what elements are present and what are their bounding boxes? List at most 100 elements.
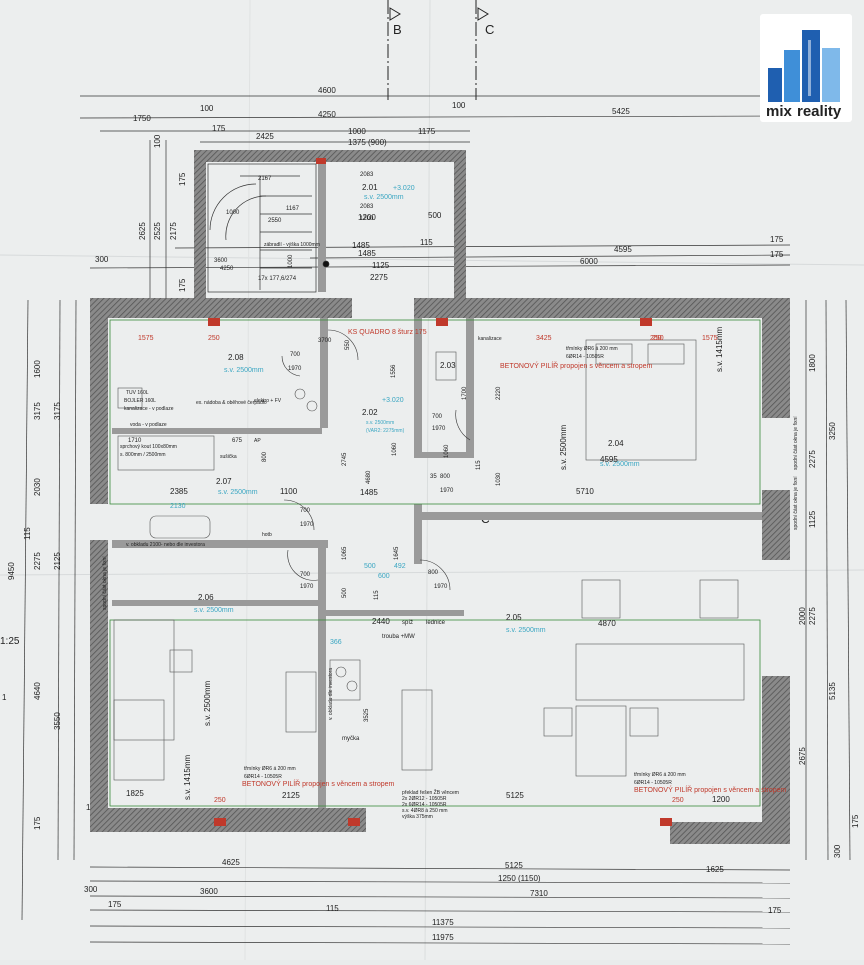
- svg-text:250: 250: [650, 335, 662, 342]
- svg-text:1825: 1825: [126, 789, 144, 798]
- svg-text:2525: 2525: [153, 222, 162, 240]
- right-dimension-texts: 1800 3250 2275 1125 2000 2275 5135 2675 …: [798, 354, 860, 858]
- svg-text:1167: 1167: [286, 206, 300, 212]
- svg-text:1970: 1970: [288, 366, 302, 372]
- svg-text:s.v. 2500mm: s.v. 2500mm: [224, 367, 264, 374]
- svg-text:2083: 2083: [360, 172, 374, 178]
- svg-text:300: 300: [833, 844, 842, 858]
- svg-text:2440: 2440: [372, 617, 390, 626]
- svg-text:AP: AP: [254, 438, 261, 444]
- svg-text:2275: 2275: [370, 273, 388, 282]
- svg-text:1600: 1600: [33, 360, 42, 378]
- svg-text:6ØR14 - 10505R: 6ØR14 - 10505R: [566, 354, 604, 360]
- svg-text:1375 (900): 1375 (900): [348, 138, 387, 147]
- svg-text:ex. nádoba & oběhové čerpadlo: ex. nádoba & oběhové čerpadlo: [196, 400, 267, 406]
- svg-text:2167: 2167: [258, 176, 272, 182]
- svg-text:1645: 1645: [394, 546, 400, 560]
- svg-text:4680: 4680: [366, 470, 372, 484]
- svg-text:2125: 2125: [53, 552, 62, 570]
- svg-text:(VAR2: 2275mm): (VAR2: 2275mm): [366, 428, 405, 434]
- svg-text:250: 250: [672, 797, 684, 804]
- svg-text:175: 175: [178, 172, 187, 186]
- svg-text:2083: 2083: [360, 204, 374, 210]
- svg-text:175: 175: [108, 900, 122, 909]
- svg-text:2125: 2125: [282, 791, 300, 800]
- svg-text:800: 800: [428, 570, 439, 576]
- mixreality-logo: mix reality: [760, 14, 852, 122]
- svg-text:1970: 1970: [432, 426, 446, 432]
- svg-text:175: 175: [178, 278, 187, 292]
- svg-text:115: 115: [326, 904, 339, 913]
- svg-text:4595: 4595: [614, 245, 632, 254]
- svg-text:elektro + FV: elektro + FV: [254, 398, 282, 404]
- svg-text:2130: 2130: [170, 503, 186, 510]
- svg-text:800: 800: [440, 474, 451, 480]
- svg-text:5125: 5125: [506, 791, 524, 800]
- bottom-dimension-texts: 4625 5125 1625 1250 (1150) 300 3600 7310…: [84, 858, 782, 942]
- svg-text:1710: 1710: [128, 438, 142, 444]
- svg-text:2745: 2745: [342, 452, 348, 466]
- svg-text:300: 300: [95, 255, 109, 264]
- svg-text:voda - v podlaze: voda - v podlaze: [130, 422, 167, 428]
- svg-text:trouba +MW: trouba +MW: [382, 634, 415, 640]
- svg-text:s.v. 4ØR8 á 250 mm: s.v. 4ØR8 á 250 mm: [402, 808, 447, 814]
- svg-text:1030: 1030: [496, 472, 502, 486]
- walls: [90, 150, 790, 844]
- svg-text:3425: 3425: [536, 335, 552, 342]
- svg-text:3600: 3600: [214, 258, 228, 264]
- svg-text:250: 250: [214, 797, 226, 804]
- svg-text:v. obkladu 2100- nebo dle inve: v. obkladu 2100- nebo dle investora: [126, 542, 205, 548]
- svg-text:1485: 1485: [352, 241, 370, 250]
- top-dimension-lines: [79, 95, 791, 269]
- svg-text:2385: 2385: [170, 487, 188, 496]
- svg-text:lednice: lednice: [426, 620, 446, 626]
- svg-text:35: 35: [430, 474, 437, 480]
- svg-text:700: 700: [300, 572, 311, 578]
- staircase: [207, 163, 330, 293]
- svg-text:1000: 1000: [348, 127, 366, 136]
- svg-text:1970: 1970: [434, 584, 448, 590]
- svg-text:1065: 1065: [342, 546, 348, 560]
- insulation-lines: [109, 319, 761, 807]
- svg-text:třmínky ØR6 á 200 mm: třmínky ØR6 á 200 mm: [634, 772, 686, 778]
- svg-text:1000: 1000: [288, 254, 294, 268]
- svg-text:700: 700: [290, 352, 301, 358]
- svg-text:s. 800mm / 2500mm: s. 800mm / 2500mm: [120, 452, 166, 458]
- bottom-dimension-lines: [89, 866, 791, 945]
- svg-text:4595: 4595: [600, 455, 618, 464]
- svg-text:1575: 1575: [702, 335, 718, 342]
- furniture: [113, 339, 745, 781]
- svg-text:550: 550: [345, 339, 351, 350]
- logo-text-mix: mix: [766, 103, 793, 120]
- stair-texts: 2167 1000 1167 2550 3600 4250 1000 17x 1…: [214, 172, 374, 282]
- room-2-02: 2.02: [362, 408, 378, 417]
- svg-text:3175: 3175: [53, 402, 62, 420]
- svg-text:2275: 2275: [33, 552, 42, 570]
- left-dimension-lines: [21, 140, 167, 921]
- building-logo-icon: mix reality: [766, 30, 842, 120]
- svg-text:1970: 1970: [440, 488, 454, 494]
- svg-text:s.v. 2500mm: s.v. 2500mm: [203, 680, 212, 726]
- svg-text:17x 177,6/274: 17x 177,6/274: [258, 276, 297, 282]
- svg-text:800: 800: [262, 451, 268, 462]
- svg-text:5135: 5135: [828, 682, 837, 700]
- svg-text:5425: 5425: [612, 107, 630, 116]
- svg-text:1125: 1125: [372, 261, 390, 270]
- svg-text:1800: 1800: [808, 354, 817, 372]
- svg-text:1625: 1625: [706, 865, 724, 874]
- svg-text:TUV 160L: TUV 160L: [126, 390, 149, 396]
- svg-text:100: 100: [153, 134, 162, 148]
- svg-text:1750: 1750: [133, 114, 151, 123]
- svg-text:600: 600: [378, 573, 390, 580]
- svg-text:s.v. 2500mm: s.v. 2500mm: [364, 194, 404, 201]
- svg-text:6ØR14 - 10505R: 6ØR14 - 10505R: [634, 780, 672, 786]
- svg-text:4870: 4870: [598, 619, 616, 628]
- svg-text:300: 300: [84, 885, 98, 894]
- left-dimension-texts: 100 175 2525 2175 2625 175 1575 1600 317…: [0, 134, 187, 830]
- svg-text:1485: 1485: [358, 249, 376, 258]
- svg-text:1175: 1175: [418, 127, 436, 136]
- room-2-08: 2.08: [228, 353, 244, 362]
- svg-text:115: 115: [420, 238, 433, 247]
- svg-text:2000: 2000: [798, 607, 807, 625]
